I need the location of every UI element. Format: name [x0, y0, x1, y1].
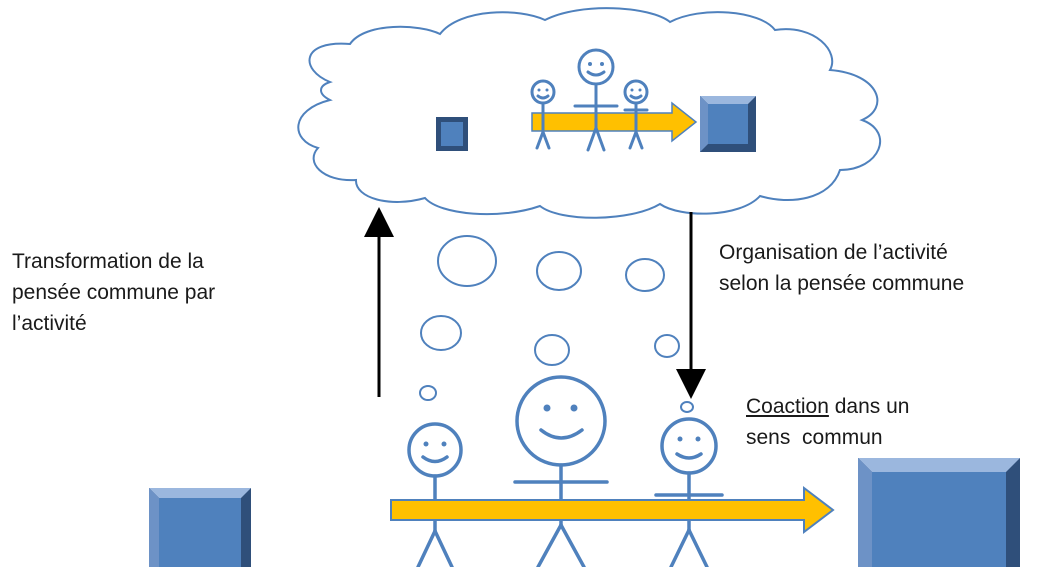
- thought-bubbles: [419, 235, 694, 413]
- bubble-right-small: [680, 401, 694, 413]
- bubble-left-top: [437, 235, 497, 287]
- bubble-left-small: [419, 385, 437, 401]
- figure-left: [407, 422, 463, 567]
- label-transformation-line-2: pensée commune par: [12, 281, 216, 304]
- label-coaction: Coaction dans un sens commun: [746, 391, 909, 453]
- cloud-yellow-arrow: [531, 101, 698, 143]
- label-coaction-line-2: sens commun: [746, 426, 883, 449]
- cloud-small-box: [436, 117, 468, 151]
- label-coaction-rest: dans un: [828, 395, 910, 418]
- cloud-figure-left: [530, 79, 556, 150]
- target-box: [858, 458, 1020, 567]
- label-transformation-line-1: Transformation de la: [12, 250, 204, 273]
- label-transformation: Transformation de la pensée commune par …: [12, 246, 215, 339]
- label-organisation-line-1: Organisation de l’activité: [719, 241, 948, 264]
- label-coaction-line-1: Coaction dans un: [746, 391, 909, 422]
- figure-right: [654, 417, 724, 567]
- cloud-target-box: [700, 96, 756, 152]
- cloud-figures: [530, 48, 649, 152]
- label-coaction-word: Coaction: [746, 395, 829, 418]
- start-box: [149, 488, 251, 567]
- coaction-yellow-arrow: [390, 485, 835, 535]
- cloud-figure-right: [623, 79, 649, 150]
- label-organisation-line-2: selon la pensée commune: [719, 272, 965, 295]
- bubble-right-mid: [654, 334, 680, 358]
- bubble-center-mid: [534, 334, 570, 366]
- cloud-figure-center: [573, 48, 619, 152]
- bubble-center-top: [536, 251, 582, 291]
- label-transformation-line-3: l’activité: [12, 312, 87, 335]
- bubble-left-mid: [420, 315, 462, 351]
- label-organisation: Organisation de l’activité selon la pens…: [719, 237, 964, 299]
- bubble-right-top: [625, 258, 665, 292]
- figure-center: [513, 375, 609, 567]
